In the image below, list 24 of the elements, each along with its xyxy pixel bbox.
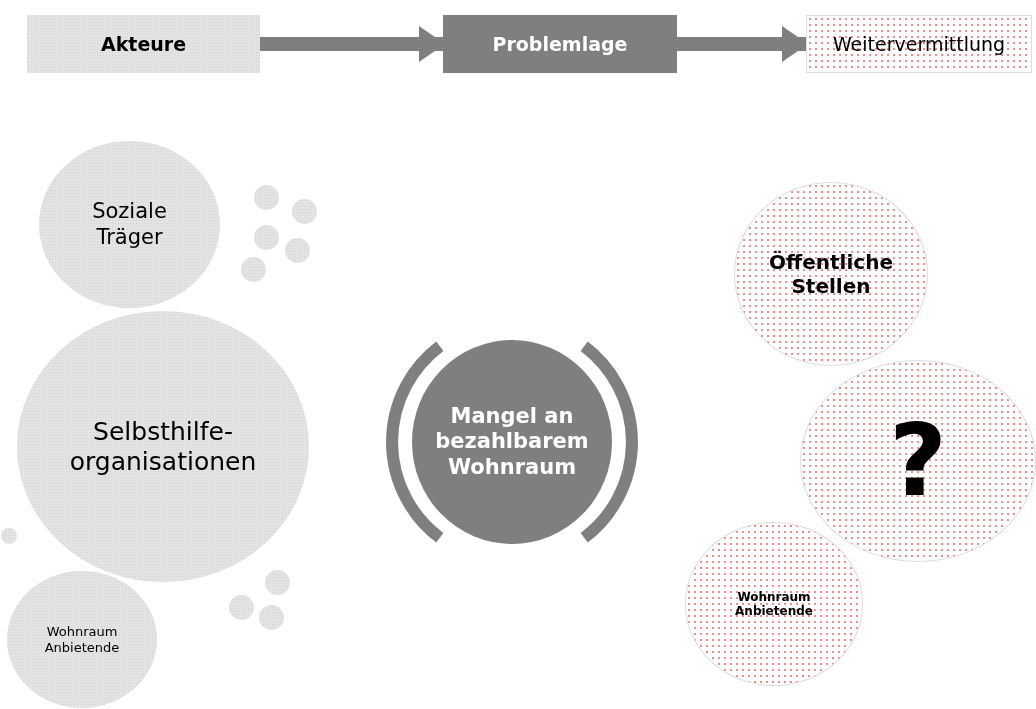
node-label: Öffentliche Stellen bbox=[768, 250, 894, 298]
node-label: Weitervermittlung bbox=[832, 32, 1006, 56]
small-circle bbox=[254, 225, 279, 250]
small-circle bbox=[1, 528, 17, 544]
small-circle bbox=[241, 257, 266, 282]
stage-box bbox=[27, 15, 260, 73]
stage-box bbox=[443, 15, 677, 73]
node-label: Soziale Träger bbox=[91, 199, 168, 250]
small-circle bbox=[285, 238, 310, 263]
small-circle bbox=[229, 595, 254, 620]
arrow bbox=[260, 26, 445, 62]
node-label: Selbsthilfe-organisationen bbox=[68, 416, 258, 477]
small-circle bbox=[265, 570, 290, 595]
arrow bbox=[677, 26, 808, 62]
node-label: Akteure bbox=[100, 32, 187, 56]
small-circle bbox=[259, 605, 284, 630]
node-label: ? bbox=[889, 411, 947, 511]
node-label: Wohnraum Anbietende bbox=[43, 623, 121, 656]
node-label: Wohnraum Anbietende bbox=[734, 589, 814, 619]
small-circle bbox=[254, 185, 279, 210]
stage-box bbox=[806, 15, 1032, 73]
node-label: Mangel an bezahlbarem Wohnraum bbox=[434, 404, 590, 480]
node-label: Problemlage bbox=[492, 32, 628, 56]
small-circle bbox=[292, 199, 317, 224]
